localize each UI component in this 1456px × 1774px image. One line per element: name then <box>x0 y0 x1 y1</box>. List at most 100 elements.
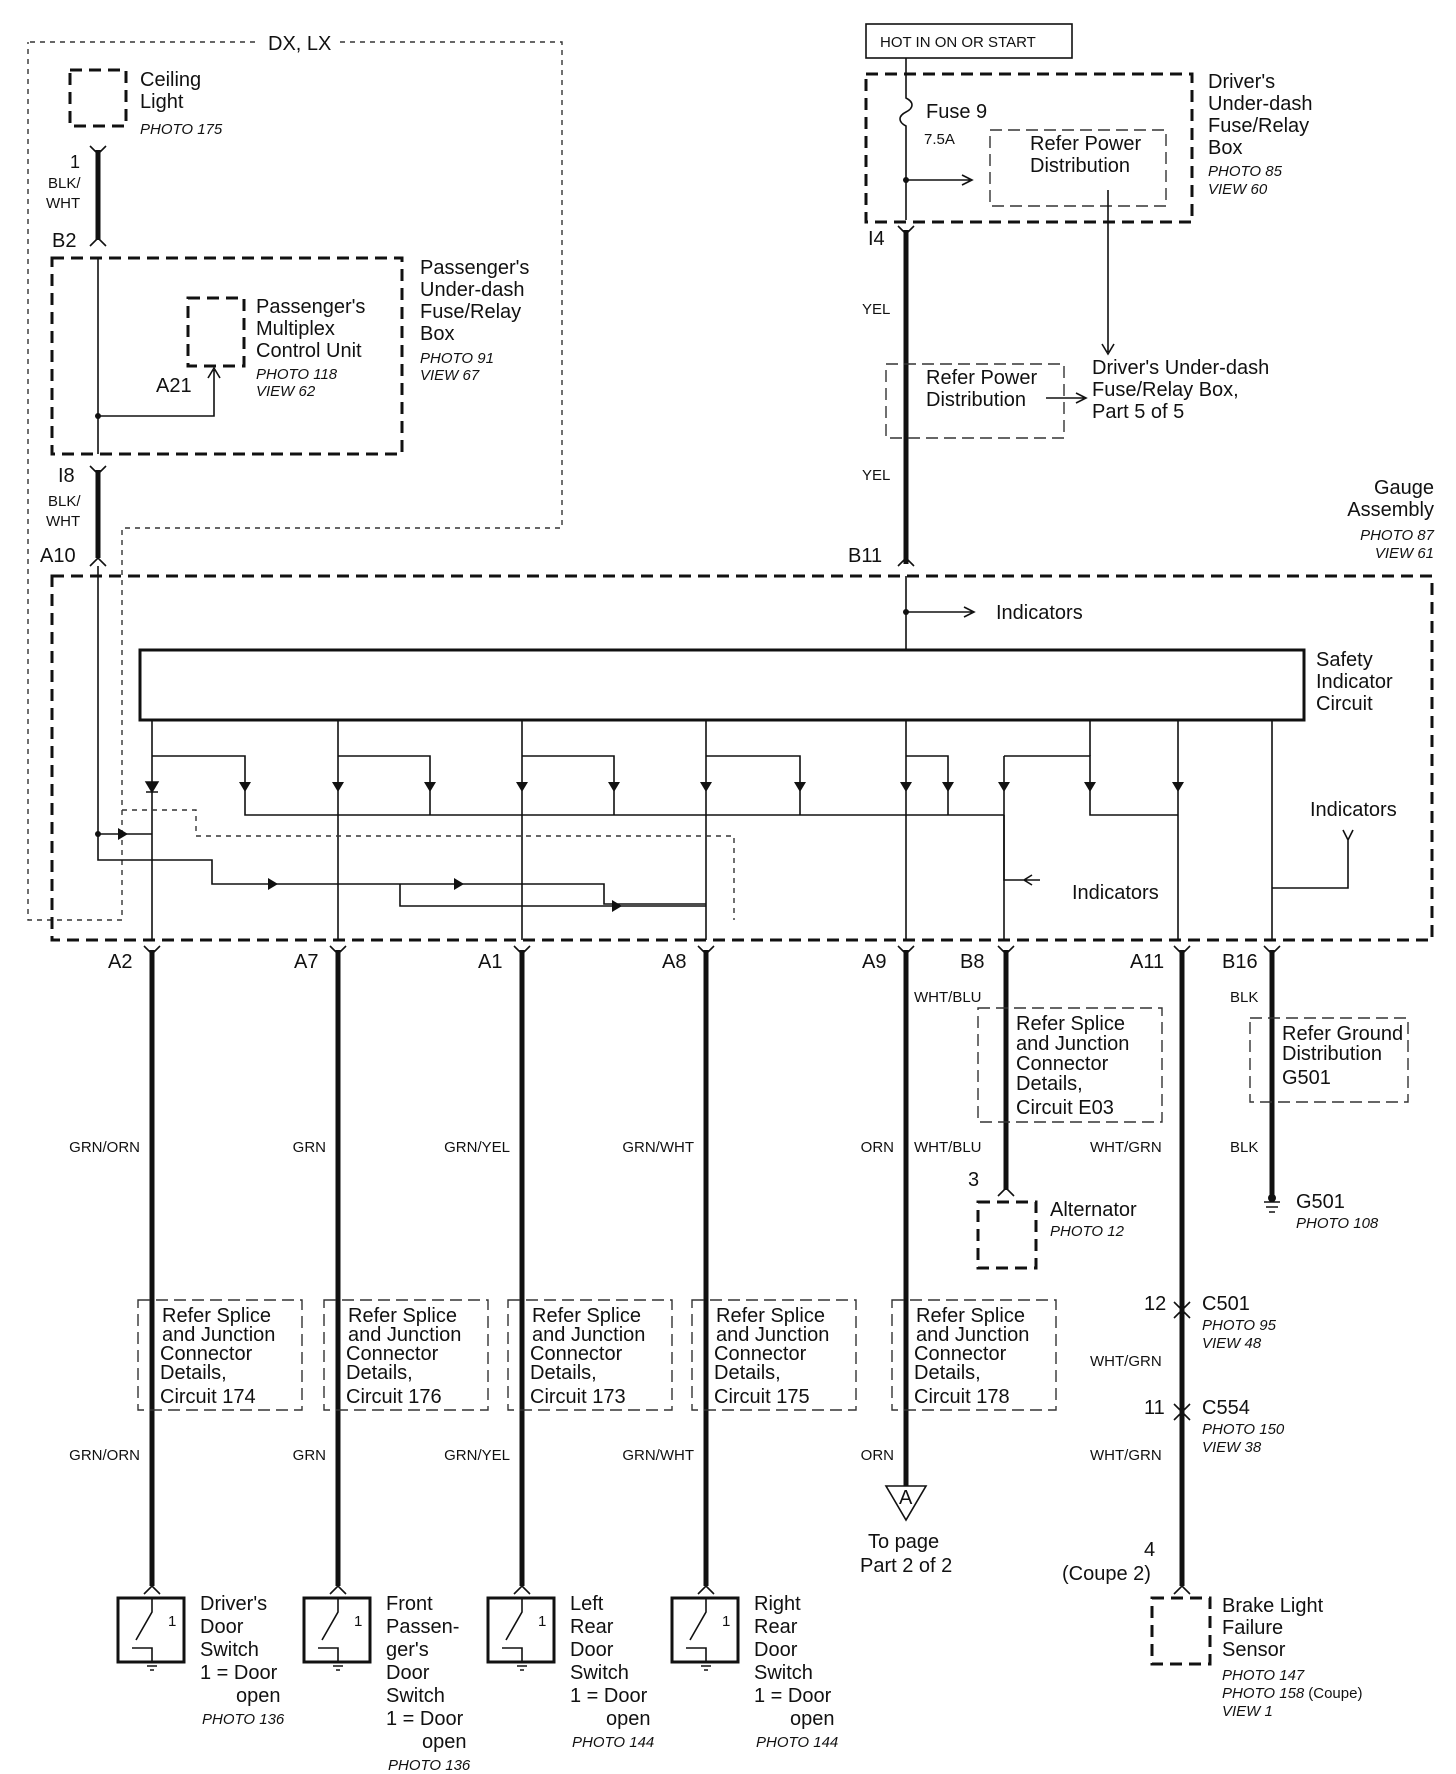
diode-row <box>144 781 1184 794</box>
page-ref-text-1: To page <box>868 1531 939 1553</box>
fuse-name: Fuse 9 <box>926 101 987 123</box>
switch-line-2-0: Left <box>570 1593 604 1615</box>
switch-line-0-2: Switch <box>200 1639 259 1661</box>
sensor-box <box>1150 1596 1212 1666</box>
wire-label-top-1: GRN <box>293 1139 326 1156</box>
b16-refer-box <box>1249 1017 1409 1103</box>
switch-ground-icon-3 <box>698 1661 714 1671</box>
refer-line-2-4: Circuit 173 <box>530 1386 626 1408</box>
diode-8 <box>794 782 806 792</box>
dx-lx-inner-path <box>122 809 735 920</box>
refer-line-2-3: Details, <box>530 1362 597 1384</box>
connector-switch-0 <box>143 1584 161 1595</box>
yel-wire-bottom: YEL <box>862 467 890 484</box>
junction-b11 <box>903 609 909 615</box>
gauge-pin-a10: A10 <box>40 545 76 567</box>
switch-photo-3: PHOTO 144 <box>756 1734 838 1751</box>
connector-a10 <box>89 556 107 567</box>
switch-line-1-2: ger's <box>386 1639 429 1661</box>
c554-name: C554 <box>1202 1397 1250 1419</box>
switch-ground-icon-0 <box>144 1661 160 1671</box>
switch-ground-icon-2 <box>514 1661 530 1671</box>
switch-line-1-0: Front <box>386 1593 433 1615</box>
diode-7 <box>700 782 712 792</box>
pass-box-photo: PHOTO 91 <box>420 350 494 367</box>
yel-wire-top: YEL <box>862 301 890 318</box>
switch-num-2: 1 <box>538 1613 546 1630</box>
refer-lead <box>1101 190 1115 356</box>
a11-pin: A11 <box>1130 951 1164 973</box>
c554-view: VIEW 38 <box>1202 1439 1262 1456</box>
junction-a10 <box>95 831 101 837</box>
wire-label-bottom-2: GRN/YEL <box>444 1447 510 1464</box>
wire-label-top-2: GRN/YEL <box>444 1139 510 1156</box>
b16-wire-top: BLK <box>1230 989 1258 1006</box>
fuse-rating: 7.5A <box>924 131 955 148</box>
refer-line-0-3: Details, <box>160 1362 227 1384</box>
refer-line-4-0: Refer Splice <box>916 1305 1025 1327</box>
refer-box-4 <box>891 1299 1057 1411</box>
pass-box-pin-top: B2 <box>52 230 76 252</box>
refer-box-1 <box>323 1299 489 1411</box>
refer-line-4-2: Connector <box>914 1343 1007 1365</box>
diode-2 <box>239 782 251 792</box>
pass-box-wire-2: WHT <box>46 513 80 530</box>
refer-line-3-2: Connector <box>714 1343 807 1365</box>
b8-wire-bottom: WHT/BLU <box>914 1139 982 1156</box>
switch-symbol-0 <box>132 1598 153 1662</box>
diode-a10-c <box>454 878 464 890</box>
switch-line-1-6: open <box>422 1731 467 1753</box>
switch-line-0-1: Door <box>200 1616 244 1638</box>
page-ref-letter: A <box>899 1487 913 1509</box>
refer-box-0 <box>137 1299 303 1411</box>
sensor-pin: 4 <box>1144 1539 1155 1561</box>
ground-photo: PHOTO 108 <box>1296 1215 1379 1232</box>
mcu-box <box>186 296 246 368</box>
refer-line-3-3: Details, <box>714 1362 781 1384</box>
connector-b11 <box>897 556 915 567</box>
driver-box <box>864 72 1194 224</box>
pass-box-wire-1: BLK/ <box>48 493 81 510</box>
refer-line-2-1: and Junction <box>532 1324 645 1346</box>
wire-label-bottom-1: GRN <box>293 1447 326 1464</box>
diode-13 <box>1172 782 1184 792</box>
diode-a10-d <box>612 900 622 912</box>
wire-label-bottom-3: GRN/WHT <box>622 1447 694 1464</box>
ceiling-light-pin: 1 <box>70 152 80 172</box>
diode-4 <box>424 782 436 792</box>
gauge-name-1: Gauge <box>1374 477 1434 499</box>
refer-line-3-4: Circuit 175 <box>714 1386 810 1408</box>
diode-11 <box>998 782 1010 792</box>
b11-internal <box>905 576 976 650</box>
ceiling-light-name-2: Light <box>140 91 184 113</box>
bottom-pin-4: A9 <box>862 951 886 973</box>
connector-ceiling <box>89 145 107 156</box>
diode-1 <box>144 781 160 794</box>
bottom-pin-2: A1 <box>478 951 502 973</box>
a11-wire-3: WHT/GRN <box>1090 1447 1162 1464</box>
door-switch-box-2 <box>486 1596 556 1664</box>
alt-photo: PHOTO 12 <box>1050 1223 1125 1240</box>
bottom-pin-1: A7 <box>294 951 318 973</box>
connector-b2 <box>89 236 107 247</box>
switch-num-1: 1 <box>354 1613 362 1630</box>
door-switch-box-0 <box>116 1596 186 1664</box>
diode-12 <box>1084 782 1096 792</box>
switch-line-2-4: 1 = Door <box>570 1685 648 1707</box>
wire-label-bottom-4: ORN <box>861 1447 894 1464</box>
wire-label-bottom-0: GRN/ORN <box>69 1447 140 1464</box>
mcu-pin: A21 <box>156 375 192 397</box>
ceiling-light-wire-2: WHT <box>46 195 80 212</box>
alt-name: Alternator <box>1050 1199 1137 1221</box>
safety-circuit-box <box>138 648 1306 722</box>
c554-pin: 11 <box>1144 1397 1165 1419</box>
